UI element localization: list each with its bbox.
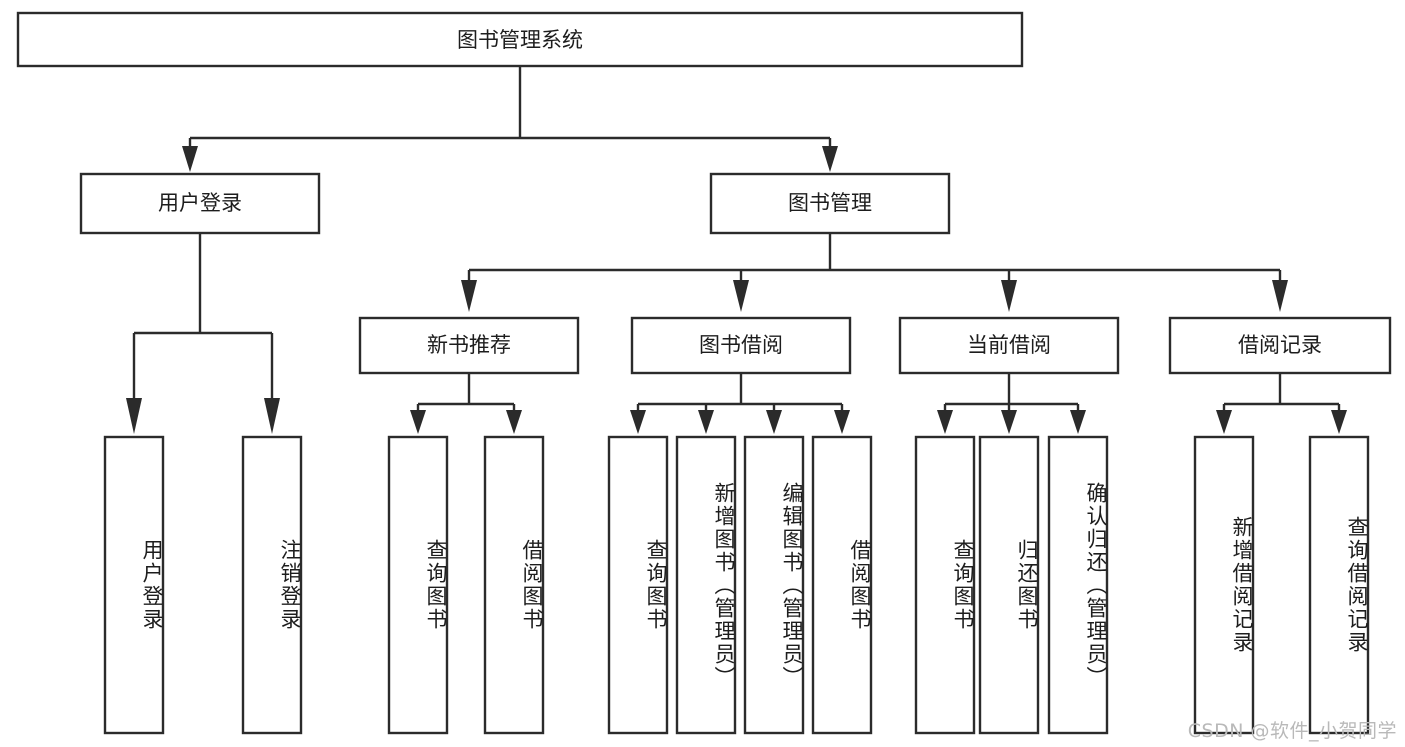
node-book-borrow[interactable] xyxy=(630,316,852,375)
node-leaf-add-borrow-record[interactable] xyxy=(1193,435,1255,735)
node-leaf-borrow-book-new[interactable] xyxy=(483,435,545,735)
node-root-book-management-system[interactable] xyxy=(16,11,1024,68)
node-borrow-records-label: 借阅记录 xyxy=(1238,333,1322,357)
node-book-borrow-label: 图书借阅 xyxy=(699,333,783,357)
connector-user-login-to-leaves xyxy=(126,233,280,434)
node-leaf-edit-book-admin[interactable] xyxy=(743,435,805,735)
watermark-text: CSDN @软件_小贺同学 xyxy=(1187,720,1397,742)
connector-current-to-leaves xyxy=(937,373,1086,434)
node-leaf-query-book-current[interactable] xyxy=(914,435,976,735)
node-leaf-query-book-new[interactable] xyxy=(387,435,449,735)
node-leaf-query-borrow-record[interactable] xyxy=(1308,435,1370,735)
node-current-borrow-label: 当前借阅 xyxy=(967,333,1051,357)
node-book-management[interactable] xyxy=(709,172,951,235)
node-leaf-query-book-borrow[interactable] xyxy=(607,435,669,735)
connector-book-management-to-level2 xyxy=(461,233,1288,312)
node-leaf-user-login[interactable] xyxy=(103,435,165,735)
node-book-management-label: 图书管理 xyxy=(788,191,872,215)
node-leaf-logout[interactable] xyxy=(241,435,303,735)
node-new-book-recommend-label: 新书推荐 xyxy=(427,333,511,357)
node-current-borrow[interactable] xyxy=(898,316,1120,375)
connector-records-to-leaves xyxy=(1216,373,1347,434)
node-root-label: 图书管理系统 xyxy=(457,28,583,52)
connector-root-to-level1 xyxy=(182,66,838,172)
node-leaf-borrow-book[interactable] xyxy=(811,435,873,735)
node-new-book-recommend[interactable] xyxy=(358,316,580,375)
node-leaf-add-book-admin[interactable] xyxy=(675,435,737,735)
node-borrow-records[interactable] xyxy=(1168,316,1392,375)
node-leaf-confirm-return-admin[interactable] xyxy=(1047,435,1109,735)
node-leaf-return-book[interactable] xyxy=(978,435,1040,735)
connector-borrow-to-leaves xyxy=(630,373,850,434)
node-user-login-label: 用户登录 xyxy=(158,191,242,215)
node-user-login[interactable] xyxy=(79,172,321,235)
connector-new-book-to-leaves xyxy=(410,373,522,434)
